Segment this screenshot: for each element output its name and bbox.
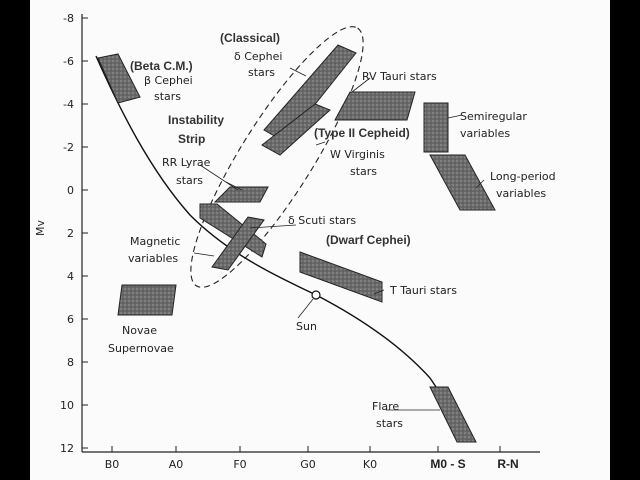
x-tick: K0 xyxy=(363,458,377,471)
semiregular-label-2: variables xyxy=(460,127,510,140)
main-sequence-curve xyxy=(95,55,475,442)
beta-cephei-label-2: stars xyxy=(154,90,181,103)
delta-scuti-label: δ Scuti stars xyxy=(288,214,356,227)
y-tick-labels: -8 -6 -4 -2 0 2 4 6 8 10 12 xyxy=(60,12,74,455)
y-tick: 10 xyxy=(60,399,74,412)
region-flare-stars xyxy=(429,386,477,443)
sun-label: Sun xyxy=(296,320,317,333)
beta-cm-title: (Beta C.M.) xyxy=(130,59,193,73)
flare-stars-label-1: Flare xyxy=(372,400,399,413)
w-virginis-label-2: stars xyxy=(350,165,377,178)
region-delta-scuti xyxy=(199,203,267,258)
x-tick: R-N xyxy=(497,457,518,471)
sun-marker xyxy=(311,290,321,300)
y-tick: -4 xyxy=(63,98,74,111)
w-virginis-label-1: W Virginis xyxy=(330,148,385,161)
classical-label-1: δ Cephei xyxy=(234,50,282,63)
y-tick: 8 xyxy=(67,356,74,369)
y-tick: 2 xyxy=(67,227,74,240)
y-axis-label: Mv xyxy=(34,220,47,236)
y-tick: -2 xyxy=(63,141,74,154)
rr-lyrae-label-2: stars xyxy=(176,174,203,187)
region-type2-cepheid xyxy=(261,103,331,156)
y-tick: 6 xyxy=(67,313,74,326)
rv-tauri-label: RV Tauri stars xyxy=(362,70,437,83)
novae-label-2: Supernovae xyxy=(108,342,174,355)
region-beta-cephei xyxy=(97,53,141,104)
classical-title: (Classical) xyxy=(220,31,280,45)
instability-strip-label-2: Strip xyxy=(178,132,205,146)
classical-label-2: stars xyxy=(248,66,275,79)
instability-strip-outline xyxy=(190,26,364,288)
leader-lines xyxy=(193,67,485,411)
x-tick: M0 - S xyxy=(430,457,465,471)
y-tick-marks xyxy=(82,17,88,449)
long-period-label-1: Long-period xyxy=(490,170,556,183)
regions xyxy=(97,44,496,443)
magnetic-label-2: variables xyxy=(128,252,178,265)
x-tick-marks xyxy=(111,446,501,452)
instability-strip-label-1: Instability xyxy=(168,113,224,127)
region-t-tauri xyxy=(299,251,383,303)
novae-label-1: Novae xyxy=(122,324,157,337)
rr-lyrae-label-1: RR Lyrae xyxy=(162,156,211,169)
long-period-label-2: variables xyxy=(496,187,546,200)
x-tick: F0 xyxy=(233,458,246,471)
dwarf-cepheid-title: (Dwarf Cephei) xyxy=(326,233,411,247)
beta-cephei-label-1: β Cephei xyxy=(144,74,193,87)
y-tick: 4 xyxy=(67,270,74,283)
type2-cepheid-title: (Type II Cepheid) xyxy=(314,126,410,140)
y-tick: 12 xyxy=(60,442,74,455)
x-tick: B0 xyxy=(105,458,120,471)
region-rv-tauri xyxy=(334,91,416,121)
region-novae xyxy=(117,284,177,316)
x-tick: A0 xyxy=(169,458,184,471)
y-tick: 0 xyxy=(67,184,74,197)
region-semiregular xyxy=(423,102,449,153)
y-tick: -6 xyxy=(63,55,74,68)
y-tick: -8 xyxy=(63,12,74,25)
magnetic-label-1: Magnetic xyxy=(130,235,180,248)
x-tick: G0 xyxy=(300,458,316,471)
semiregular-label-1: Semiregular xyxy=(460,110,527,123)
region-long-period xyxy=(429,154,496,211)
region-rr-lyrae xyxy=(213,186,269,203)
flare-stars-label-2: stars xyxy=(376,417,403,430)
region-magnetic xyxy=(211,216,265,271)
x-tick-labels: B0 A0 F0 G0 K0 M0 - S R-N xyxy=(105,457,519,471)
t-tauri-label: T Tauri stars xyxy=(389,284,457,297)
